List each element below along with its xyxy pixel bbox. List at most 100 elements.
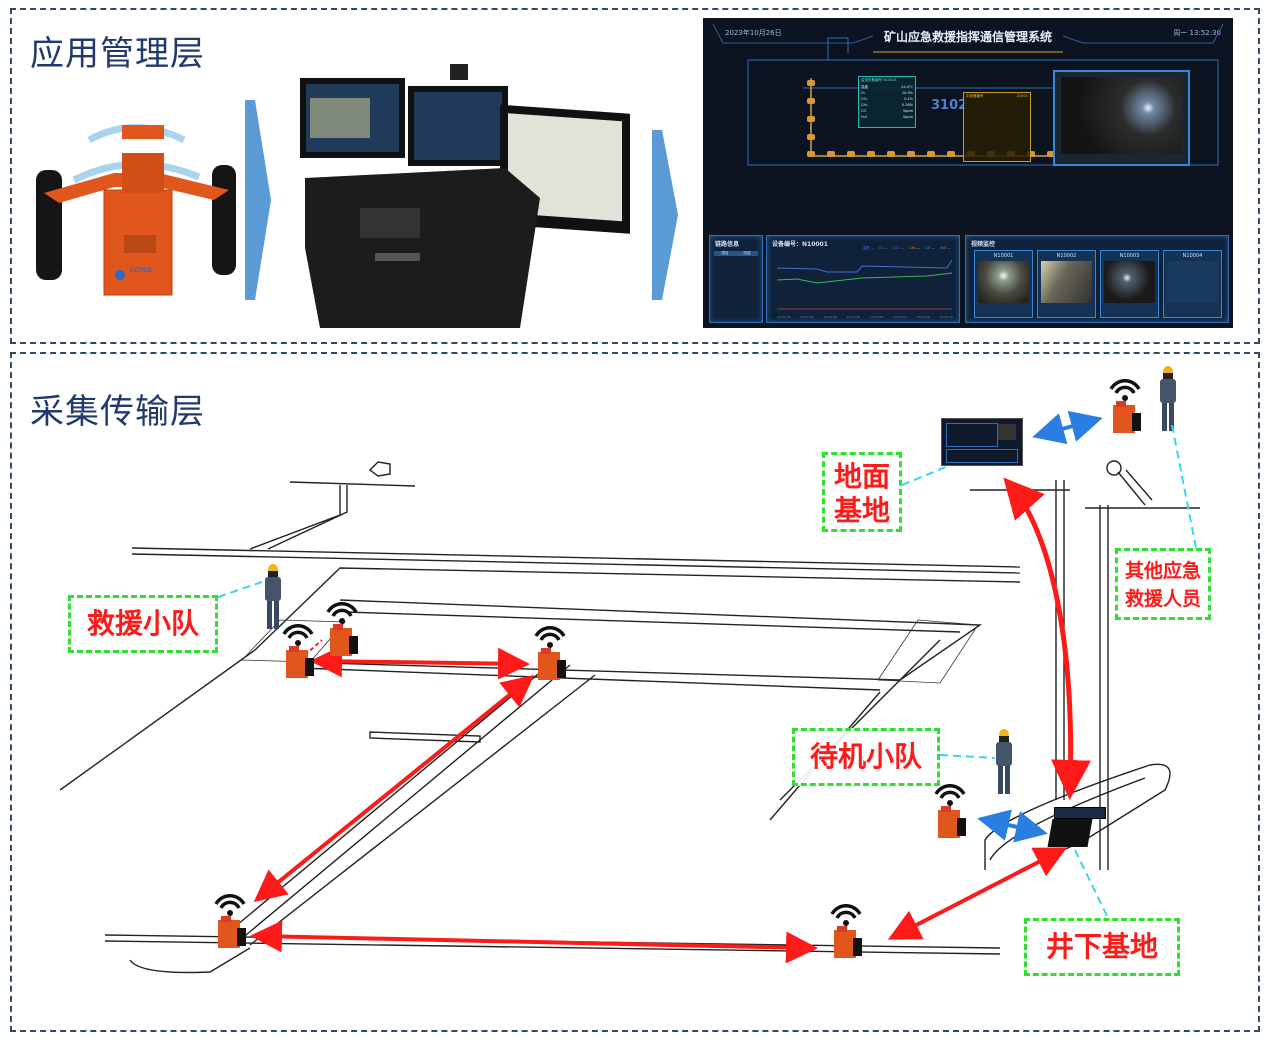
x-tick: 13:52:00 (823, 315, 837, 319)
dashboard-date: 2023年10月26日 (725, 29, 782, 37)
sensor-chart-title: 设备编号：N10001 (772, 241, 828, 248)
link-info-title: 链路信息 (715, 241, 740, 248)
legend-item: CO₂ — (893, 246, 905, 250)
wifi-icon (934, 784, 966, 838)
sensor-chart-legend: 温度 —O₂ —CO₂ —CH₄ —CO —H₂S — (863, 246, 951, 251)
legend-item: CO — (925, 246, 936, 250)
legend-item: 温度 — (862, 246, 875, 250)
sensor-row: O₂ 20.5% (859, 90, 915, 96)
center-area-label: 3102 (931, 98, 968, 113)
x-tick: 13:51:30 (800, 315, 814, 319)
sensor-value: 5ppm (902, 109, 913, 113)
sensor-value: 0.38% (901, 103, 913, 107)
sensor-value: 24.0℃ (901, 85, 913, 89)
callout-standby-team: 待机小队 (792, 728, 940, 786)
leader-rescue-team (217, 581, 263, 598)
callout-other-personnel: 其他应急 救援人员 (1115, 548, 1211, 620)
relay-node-icon (947, 151, 955, 157)
leader-ground-base (901, 465, 949, 486)
relay-node-icon (1027, 151, 1035, 157)
sensor-name: CO₂ (861, 97, 868, 101)
link-info-panel: 链路信息 项目 内容 (709, 235, 763, 323)
relay-robot (210, 890, 250, 952)
dashboard-title: 矿山应急救援指挥通信管理系统 (883, 30, 1052, 44)
rescuer-person (1157, 365, 1179, 435)
sensor-chart-panel: 设备编号：N10001 温度 —O₂ —CO₂ —CH₄ —CO —H₂S — … (766, 235, 960, 323)
portable-command-station-image (290, 58, 640, 328)
x-tick: 13:53:00 (869, 315, 884, 319)
callout-underground-base: 井下基地 (1024, 918, 1180, 976)
leader-other-personnel (1171, 424, 1197, 549)
rescuer-person (993, 728, 1015, 798)
relay-robot (1105, 375, 1145, 437)
acquisition-layer-panel (10, 352, 1260, 1032)
camera-feed (978, 261, 1029, 303)
relay-node-icon (807, 134, 815, 140)
link-standby-to-underground (977, 809, 1048, 843)
dashboard-frame-lines (712, 23, 1224, 166)
camera-tile[interactable]: N10001 (974, 250, 1033, 318)
sensor-value: 20.5% (901, 91, 913, 95)
rescue-team-label: 救援小队 (86, 607, 199, 640)
link-relay2-to-relay3 (250, 920, 818, 964)
camera-id: N10001 (993, 253, 1014, 259)
flow-arrow-icon (652, 130, 678, 300)
relay-node-icon (1047, 151, 1055, 157)
robot-brand-en: CCTEG (130, 267, 152, 274)
ground-base-label-1: 地面 (833, 460, 890, 493)
camera-tile[interactable]: N10002 (1037, 250, 1096, 318)
relay-node-icon (867, 151, 875, 157)
ground-base-screen (941, 418, 1023, 466)
rescue-robot-image: CCTEG (34, 95, 239, 305)
relay-panel: 中继器编号 Z1001 (963, 92, 1031, 162)
relay-node-icon (827, 151, 835, 157)
underground-base-label: 井下基地 (1045, 930, 1158, 963)
sensor-chart-lines (776, 259, 953, 310)
x-tick: 13:52:30 (846, 315, 861, 319)
callout-ground-base: 地面 基地 (822, 452, 902, 532)
wifi-icon (534, 626, 566, 680)
wifi-icon (214, 894, 246, 948)
relay-node-icon (807, 98, 815, 104)
relay-node-icon (807, 151, 815, 157)
x-tick: 13:54:00 (916, 315, 930, 319)
relay-panel-header: 中继器编号 (966, 94, 984, 98)
sensor-name: CO (861, 109, 867, 113)
relay-node-icon (807, 116, 815, 122)
camera-id: N10002 (1056, 253, 1077, 259)
camera-id: N10004 (1182, 253, 1203, 259)
relay-node-icon (847, 151, 855, 157)
wifi-icon (326, 602, 358, 656)
link-ground-to-other (1032, 410, 1103, 445)
camera-id: N10003 (1119, 253, 1140, 259)
relay-node-icon (807, 80, 815, 86)
main-video-feed (1053, 70, 1190, 166)
wifi-icon (1109, 379, 1141, 433)
link-underground-to-ground (1003, 477, 1091, 800)
sensor-name: O₂ (861, 91, 866, 95)
underground-base-terminal (1047, 807, 1108, 847)
video-monitor-title: 视频监控 (971, 241, 996, 248)
relay-panel-id: Z1001 (1016, 94, 1028, 98)
legend-item: H₂S — (940, 246, 951, 250)
callout-rescue-team: 救援小队 (68, 595, 218, 653)
link-rescue-to-relay1 (310, 645, 530, 680)
camera-tile[interactable]: N10003 (1100, 250, 1159, 318)
dashboard-time: 周一 13:52:30 (1173, 29, 1221, 37)
camera-tile[interactable]: N10004 (1163, 250, 1222, 318)
video-monitor-panel: 视频监控 N10001 N10002 N10003 N10004 (965, 235, 1229, 323)
relay-robot (278, 620, 318, 682)
wifi-icon (830, 904, 862, 958)
wifi-icon (282, 624, 314, 678)
x-tick: 13:53:30 (893, 315, 907, 319)
relay-node-icon (927, 151, 935, 157)
camera-feed (1041, 261, 1092, 303)
link-relay1-to-relay2 (253, 674, 535, 903)
sensor-row: CO 5ppm (859, 108, 915, 114)
